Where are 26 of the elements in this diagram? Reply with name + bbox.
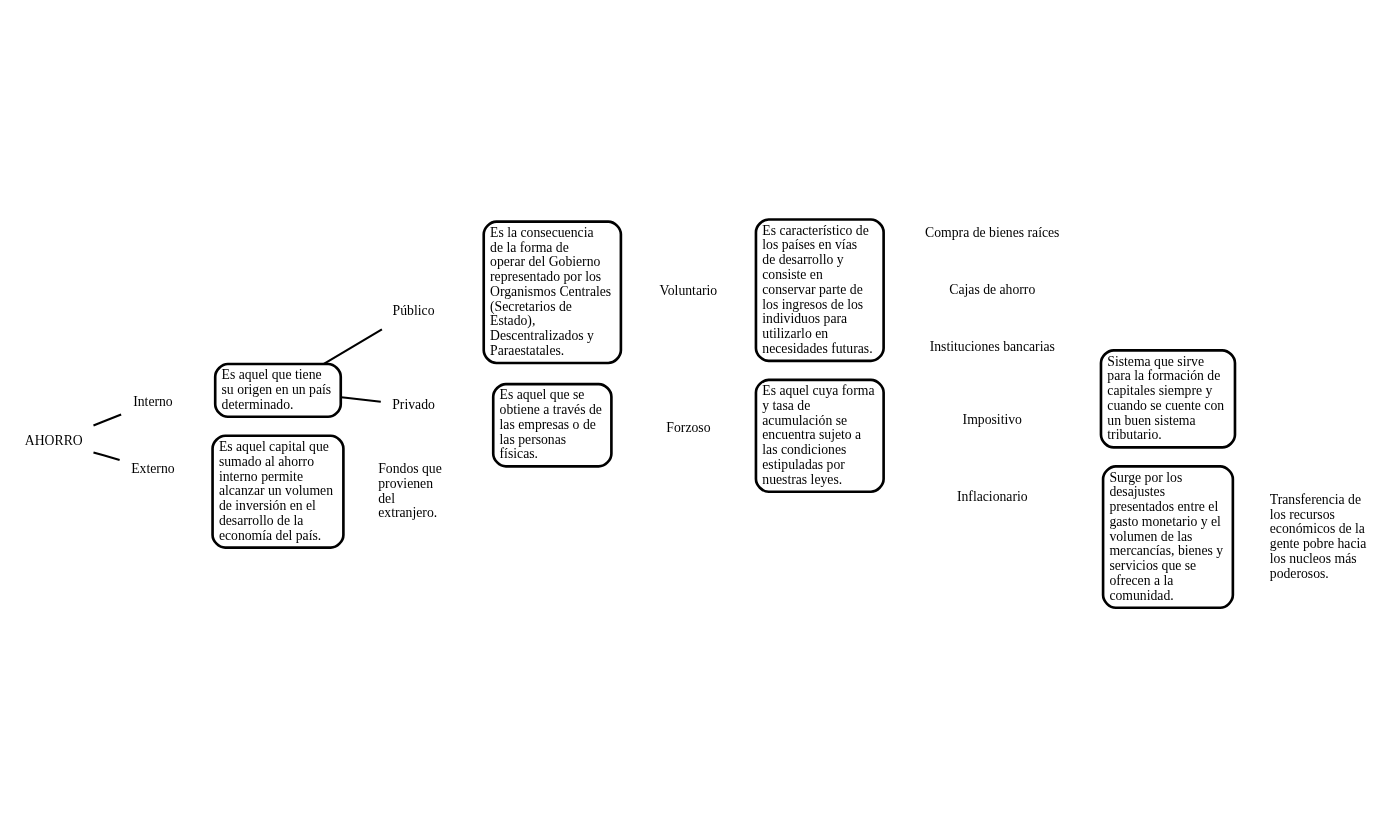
node-box: Es aquel que tiene su origen en un país determinado.	[213, 362, 342, 418]
node-box: Es característico de los países en vías de desarrollo y consiste en conservar parte de los ingresos de los individuos para utilizarlo en necesidades futuras.	[754, 217, 885, 362]
node-box: Surge por los desajustes presentados entre el gasto monetario y el volumen de las mercancías, bienes y servicios que se ofrecen a la comunidad.	[1101, 464, 1234, 609]
node-text: Público	[392, 302, 434, 318]
label: Fondos que provienen del extranjero.	[377, 460, 442, 520]
label: Compra de bienes raíces	[924, 224, 1059, 240]
node-box: Es aquel cuya forma y tasa de acumulación se encuentra sujeto a las condiciones estipuladas por nuestras leyes.	[754, 378, 885, 493]
connector	[92, 450, 120, 461]
label: Transferencia de los recursos económicos de la gente pobre hacia los nucleos más poderosos.	[1269, 491, 1366, 581]
label: Instituciones bancarias	[929, 338, 1055, 354]
label: Impositivo	[962, 411, 1022, 427]
label: Cajas de ahorro	[948, 281, 1035, 297]
node-box: Es aquel que se obtiene a través de las empresas o de las personas físicas.	[491, 382, 613, 468]
label: Inflacionario	[956, 488, 1028, 504]
connector	[92, 412, 122, 426]
node-box: Es aquel capital que sumado al ahorro interno permite alcanzar un volumen de inversión en el desarrollo de la economía del país.	[210, 434, 345, 549]
label: Voluntario	[659, 282, 717, 298]
node-text: AHORRO	[24, 432, 83, 448]
node-text: Externo	[130, 460, 175, 476]
node-text: Interno	[132, 393, 173, 409]
node-text: Privado	[391, 396, 435, 412]
connector	[340, 395, 381, 403]
node-box: Es la consecuencia de la forma de operar del Gobierno representado por los Organismos Centrales (Secretarios de Estado), Descentralizados y Paraestatales.	[481, 219, 622, 364]
node-box: Sistema que sirve para la formación de capitales siempre y cuando se cuente con un buen sistema tributario.	[1099, 348, 1236, 449]
connector	[322, 328, 382, 365]
label: Forzoso	[665, 419, 710, 435]
